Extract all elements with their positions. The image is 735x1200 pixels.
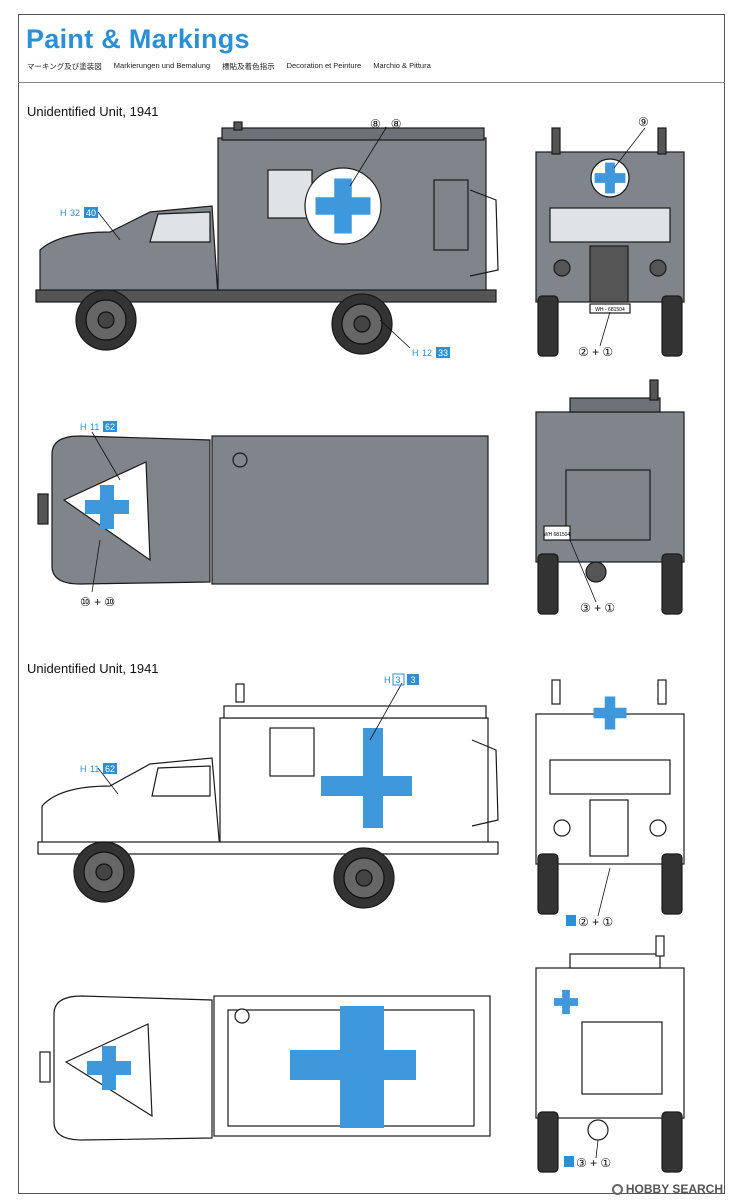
callout-c1-front-plate: ② + ①	[578, 345, 613, 359]
scheme-1-rear-view: WH 681504	[535, 379, 685, 615]
svg-text:H: H	[60, 208, 67, 218]
scheme-1-side-view	[35, 121, 499, 355]
svg-text:H: H	[412, 348, 419, 358]
svg-text:WH 681504: WH 681504	[544, 532, 571, 538]
scheme-2-rear-view	[535, 935, 685, 1173]
callout-c2-rear-plate: ③ + ①	[576, 1156, 611, 1170]
page-title: Paint & Markings	[26, 24, 250, 54]
svg-text:3: 3	[395, 675, 400, 685]
svg-text:11: 11	[90, 764, 99, 774]
scheme-2-front-view	[535, 679, 685, 915]
scheme-1-front-view: WH - 681504	[535, 127, 685, 357]
scheme-1-top-view	[37, 435, 489, 585]
svg-text:12: 12	[422, 348, 432, 358]
svg-text:H: H	[384, 675, 391, 685]
svg-text:11: 11	[90, 422, 99, 432]
scheme-2-label: Unidentified Unit, 1941	[27, 661, 159, 676]
callout-c1-top-hood: ⑩ + ⑩	[80, 595, 115, 609]
svg-text:33: 33	[438, 348, 448, 358]
callout-c1-rear-plate: ③ + ①	[580, 601, 615, 615]
hobby-search-logo-icon	[611, 1183, 623, 1195]
scheme-2-side-view	[37, 683, 499, 909]
callout-labels: ⑧ , ⑧ ⑨ ② + ① ⑩ + ⑩ ③ + ① ② + ① ③ + ①	[80, 115, 649, 1170]
watermark: HOBBY SEARCH	[611, 1182, 723, 1196]
scheme-2-top-view	[39, 995, 491, 1141]
paint-badge-c1-wheel: H 12 33	[412, 347, 450, 358]
paint-badge-c2-box: H 3 3	[384, 673, 419, 686]
header-rule	[18, 82, 725, 83]
paint-badge-c1-top: H 11 62	[80, 421, 117, 432]
subtitle-de: Markierungen und Bemalung	[113, 61, 211, 70]
page-frame	[18, 14, 725, 1194]
svg-text:H: H	[80, 422, 87, 432]
svg-text:WH - 681504: WH - 681504	[595, 307, 625, 313]
watermark-text: HOBBY SEARCH	[625, 1182, 723, 1196]
decal-sheet-icon	[564, 1156, 574, 1167]
paint-code-badges: H 32 40 H 12 33 H 11 62 H 3 3 H 11	[60, 207, 576, 1167]
paint-badge-c2-cab: H 11 62	[80, 763, 117, 774]
decal-sheet-icon	[566, 915, 576, 926]
callout-c1-front-cross: ⑨	[638, 115, 649, 129]
subtitle-it: Marchio & Pittura	[373, 61, 431, 70]
subtitle-row: マーキング及び塗装図 Markierungen und Bemalung 標貼及…	[27, 61, 431, 72]
svg-text:40: 40	[86, 208, 96, 218]
svg-text:3: 3	[410, 675, 415, 685]
svg-text:32: 32	[70, 208, 80, 218]
subtitle-jp: マーキング及び塗装図	[27, 62, 102, 71]
callout-leaders	[91, 127, 646, 1159]
paint-badge-c1-cab: H 32 40	[60, 207, 98, 218]
callout-c1-top-cross: ⑧ , ⑧	[370, 117, 402, 131]
callout-c2-front-plate: ② + ①	[578, 915, 613, 929]
svg-text:62: 62	[105, 422, 115, 432]
scheme-1-label: Unidentified Unit, 1941	[27, 104, 159, 119]
svg-text:H: H	[80, 764, 87, 774]
subtitle-cn: 標貼及着色指示	[222, 62, 275, 71]
svg-text:62: 62	[105, 764, 115, 774]
subtitle-fr: Decoration et Peinture	[286, 61, 362, 70]
